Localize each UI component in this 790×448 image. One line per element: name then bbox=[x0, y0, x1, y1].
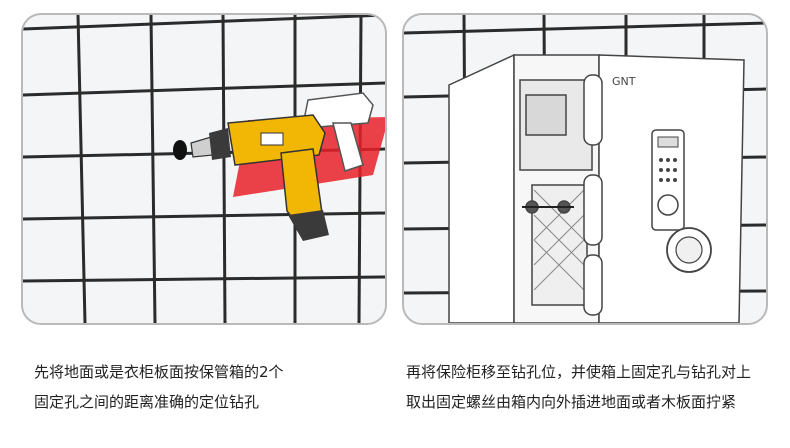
step1-caption: 先将地面或是衣柜板面按保管箱的2个 固定孔之间的距离准确的定位钻孔 bbox=[34, 357, 394, 417]
step1-caption-line-2: 固定孔之间的距离准确的定位钻孔 bbox=[34, 393, 260, 411]
step2-caption-line-2: 取出固定螺丝由箱内向外插进地面或者木板面拧紧 bbox=[406, 393, 737, 411]
step1-caption-line-1: 先将地面或是衣柜板面按保管箱的2个 bbox=[34, 363, 284, 381]
dial-knob-icon bbox=[666, 227, 712, 273]
safe-scene: GNT bbox=[404, 15, 766, 323]
drill-scene bbox=[23, 15, 385, 323]
step2-caption: 再将保险柜移至钻孔位，并使箱上固定孔与钻孔对上 取出固定螺丝由箱内向外插进地面或… bbox=[406, 357, 766, 417]
step2-illustration: GNT bbox=[402, 13, 768, 325]
safe-icon: GNT bbox=[448, 53, 745, 323]
keypad-icon bbox=[651, 129, 685, 231]
svg-text:GNT: GNT bbox=[612, 75, 636, 88]
step1-illustration bbox=[21, 13, 387, 325]
drill-hole bbox=[173, 140, 187, 160]
ghost-drill-outline bbox=[304, 92, 374, 172]
drill-icon bbox=[190, 114, 329, 241]
step2-caption-line-1: 再将保险柜移至钻孔位，并使箱上固定孔与钻孔对上 bbox=[406, 363, 752, 381]
